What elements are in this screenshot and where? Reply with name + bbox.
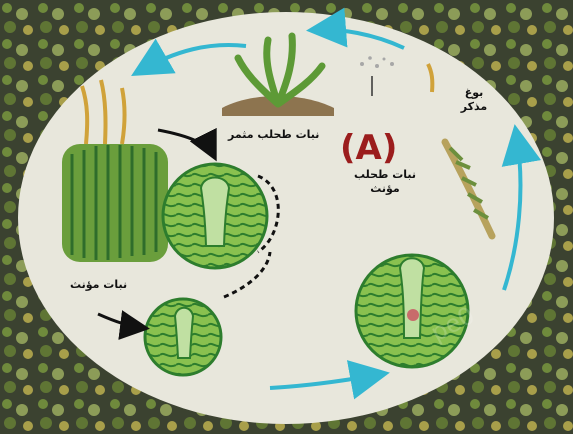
left-label: نبات مؤنث [70,278,127,291]
top-label: نبات طحلب مثمر [228,128,319,141]
cell-top [163,164,267,268]
cell-bottom-left [145,299,221,375]
a-caption-label: نبات طحلب مؤنث [350,168,420,196]
label-a: (A) [340,128,397,168]
right-label: بوغ مذكر [452,86,496,114]
